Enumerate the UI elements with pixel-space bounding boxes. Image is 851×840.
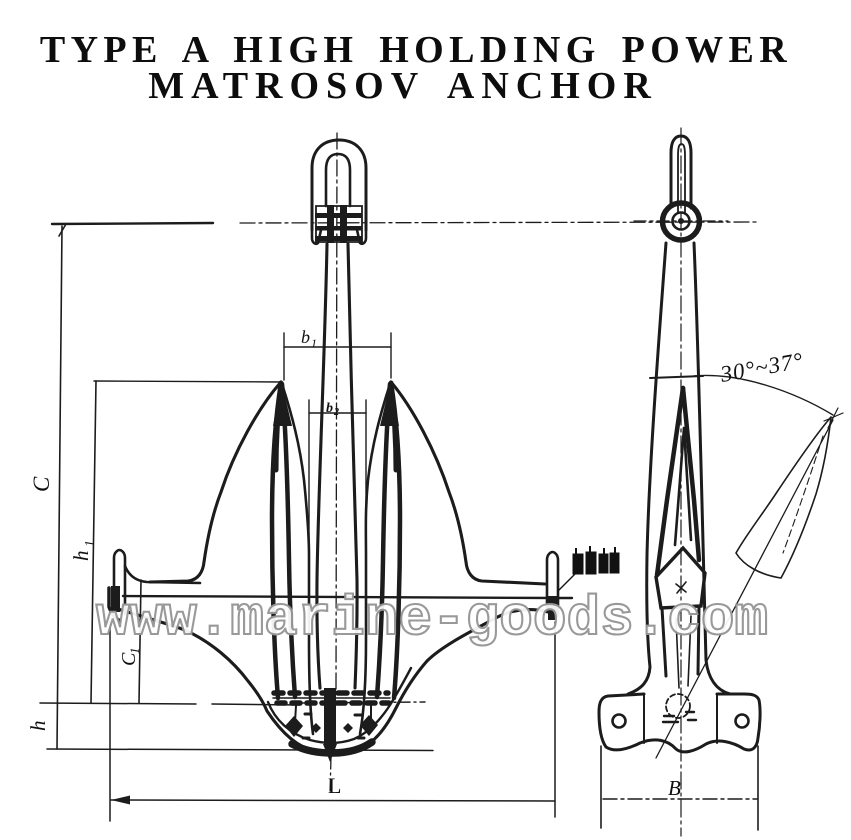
svg-text:C: C (118, 652, 140, 666)
svg-text:1: 1 (83, 540, 98, 547)
svg-text:C: C (29, 476, 54, 492)
svg-text:b: b (326, 401, 333, 416)
svg-text:30°~37°: 30°~37° (718, 348, 806, 387)
svg-text:1: 1 (311, 336, 317, 350)
svg-text:1: 1 (127, 648, 142, 655)
svg-text:b: b (301, 327, 310, 347)
svg-text:B: B (668, 776, 681, 800)
svg-text:2: 2 (333, 407, 339, 418)
svg-text:L: L (328, 773, 341, 798)
svg-text:h: h (69, 551, 93, 562)
svg-text:h: h (26, 721, 50, 732)
